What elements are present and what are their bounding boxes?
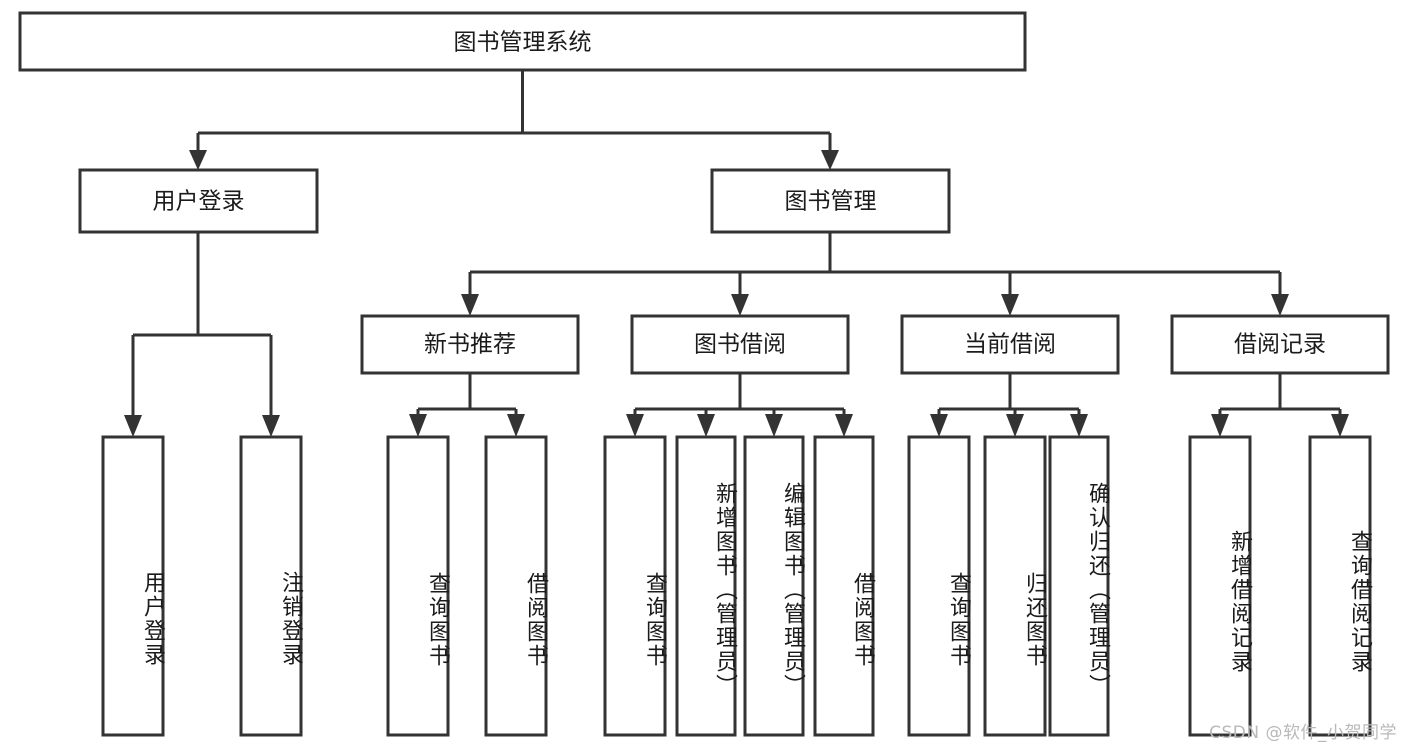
leaf-box-borrow-book-nb[interactable] (484, 435, 548, 737)
leaf-box-query-book-nb[interactable] (386, 435, 450, 737)
leaf-box-user-login[interactable] (101, 435, 165, 737)
arrowhead-new-book-recommend (461, 294, 479, 316)
node-book-manage[interactable]: 图书管理 (710, 168, 951, 234)
arrowhead-current-borrow (1001, 294, 1019, 316)
node-user-login[interactable]: 用户登录 (78, 168, 319, 234)
arrowhead-leaf-add-book-admin (697, 414, 715, 437)
user-login-label: 用户登录 (153, 189, 245, 215)
leaf-box-return-book[interactable] (983, 435, 1047, 737)
arrowhead-leaf-user-logout (262, 415, 280, 437)
leaf-box-borrow-book-bb[interactable] (813, 435, 875, 737)
node-new-book-recommend[interactable]: 新书推荐 (360, 314, 580, 375)
csdn-watermark: CSDN @软件_小贺同学 (1209, 723, 1397, 743)
leaf-box-query-book-cb[interactable] (907, 435, 971, 737)
leaf-box-edit-book-admin[interactable] (743, 435, 805, 737)
leaf-box-add-book-admin[interactable] (675, 435, 737, 737)
arrowhead-leaf-return-book (1006, 414, 1024, 437)
leaf-boxes (101, 435, 1372, 737)
leaf-box-add-borrow-record[interactable] (1188, 435, 1252, 737)
arrowhead-leaf-edit-book-admin (765, 414, 783, 437)
new-book-recommend-label: 新书推荐 (424, 332, 516, 358)
arrowhead-leaf-query-book-nb (409, 414, 427, 437)
node-root[interactable]: 图书管理系统 (18, 11, 1027, 72)
book-manage-box[interactable] (710, 168, 951, 234)
leaf-box-query-borrow-record[interactable] (1308, 435, 1372, 737)
root-box[interactable] (18, 11, 1027, 72)
arrowhead-leaf-confirm-return (1070, 414, 1088, 437)
arrowhead-leaf-user-login (124, 415, 142, 437)
current-borrow-label: 当前借阅 (964, 332, 1056, 358)
book-borrow-box[interactable] (630, 314, 850, 375)
leaf-box-user-logout[interactable] (239, 435, 303, 737)
current-borrow-box[interactable] (900, 314, 1120, 375)
borrow-record-box[interactable] (1170, 314, 1390, 375)
arrowhead-leaf-query-book-cb (930, 414, 948, 437)
connector-lines (124, 70, 1349, 437)
arrowhead-leaf-borrow-book-bb (835, 414, 853, 437)
arrowhead-leaf-query-borrow-record (1331, 414, 1349, 437)
arrowhead-book-manage (821, 150, 839, 170)
arrowhead-borrow-record (1271, 294, 1289, 316)
leaf-box-confirm-return[interactable] (1048, 435, 1110, 737)
node-book-borrow[interactable]: 图书借阅 (630, 314, 850, 375)
arrowhead-book-borrow (731, 294, 749, 316)
arrowhead-leaf-query-book-bb (626, 414, 644, 437)
arrowhead-leaf-add-borrow-record (1211, 414, 1229, 437)
root-label: 图书管理系统 (454, 30, 592, 56)
user-login-box[interactable] (78, 168, 319, 234)
new-book-recommend-box[interactable] (360, 314, 580, 375)
arrowhead-user-login (189, 150, 207, 170)
borrow-record-label: 借阅记录 (1234, 332, 1326, 358)
book-manage-label: 图书管理 (785, 189, 877, 215)
node-current-borrow[interactable]: 当前借阅 (900, 314, 1120, 375)
leaf-box-query-book-bb[interactable] (603, 435, 667, 737)
node-borrow-record[interactable]: 借阅记录 (1170, 314, 1390, 375)
arrowhead-leaf-borrow-book-nb (507, 414, 525, 437)
book-borrow-label: 图书借阅 (694, 332, 786, 358)
